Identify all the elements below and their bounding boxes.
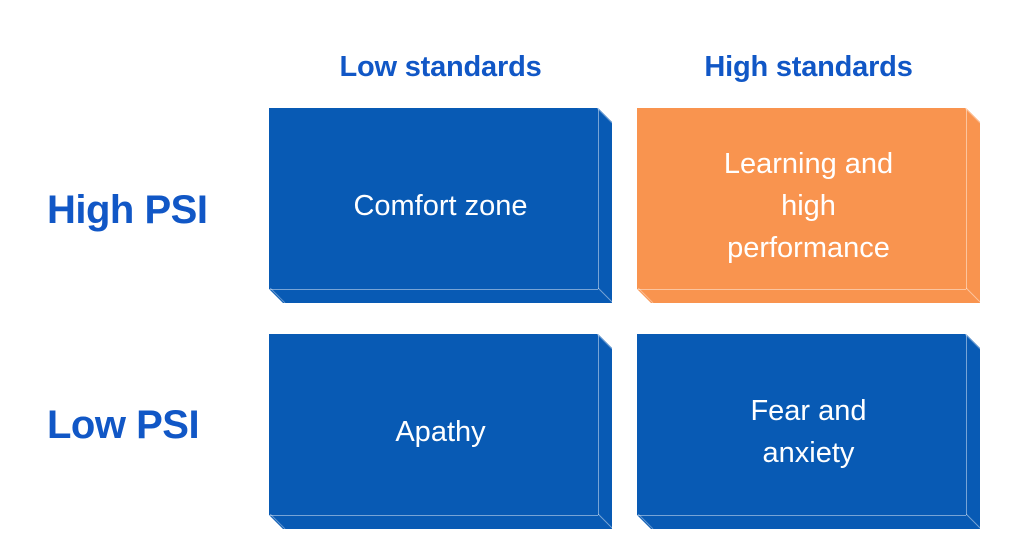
quadrant-fear-anxiety: Fear and anxiety: [637, 334, 980, 529]
quadrant-label: Comfort zone: [353, 189, 528, 222]
quadrant-comfort-zone: Comfort zone: [269, 108, 612, 303]
quadrant-label: Apathy: [395, 415, 486, 448]
fold-highlight-bottom-right: [597, 514, 613, 530]
fold-highlight-bottom-right: [965, 288, 981, 304]
fold-line-vertical: [598, 108, 599, 289]
quadrant-label: Fear and anxiety: [750, 394, 867, 469]
fold-line-horizontal: [269, 515, 598, 516]
quadrant-label: Learning and high performance: [723, 147, 894, 264]
row-label-high-psi: High PSI: [47, 188, 208, 232]
fold-line-horizontal: [269, 289, 598, 290]
quadrant-learning-high-performance: Learning and high performance: [637, 108, 980, 303]
column-header-high-standards: High standards: [704, 51, 913, 83]
fold-line-vertical: [966, 334, 967, 515]
column-header-low-standards: Low standards: [339, 51, 542, 83]
fold-line-horizontal: [637, 289, 966, 290]
fold-line-vertical: [598, 334, 599, 515]
quadrant-apathy: Apathy: [269, 334, 612, 529]
fold-highlight-bottom-right: [597, 288, 613, 304]
fold-line-horizontal: [637, 515, 966, 516]
fold-line-vertical: [966, 108, 967, 289]
row-label-low-psi: Low PSI: [47, 403, 200, 447]
fold-highlight-bottom-right: [965, 514, 981, 530]
